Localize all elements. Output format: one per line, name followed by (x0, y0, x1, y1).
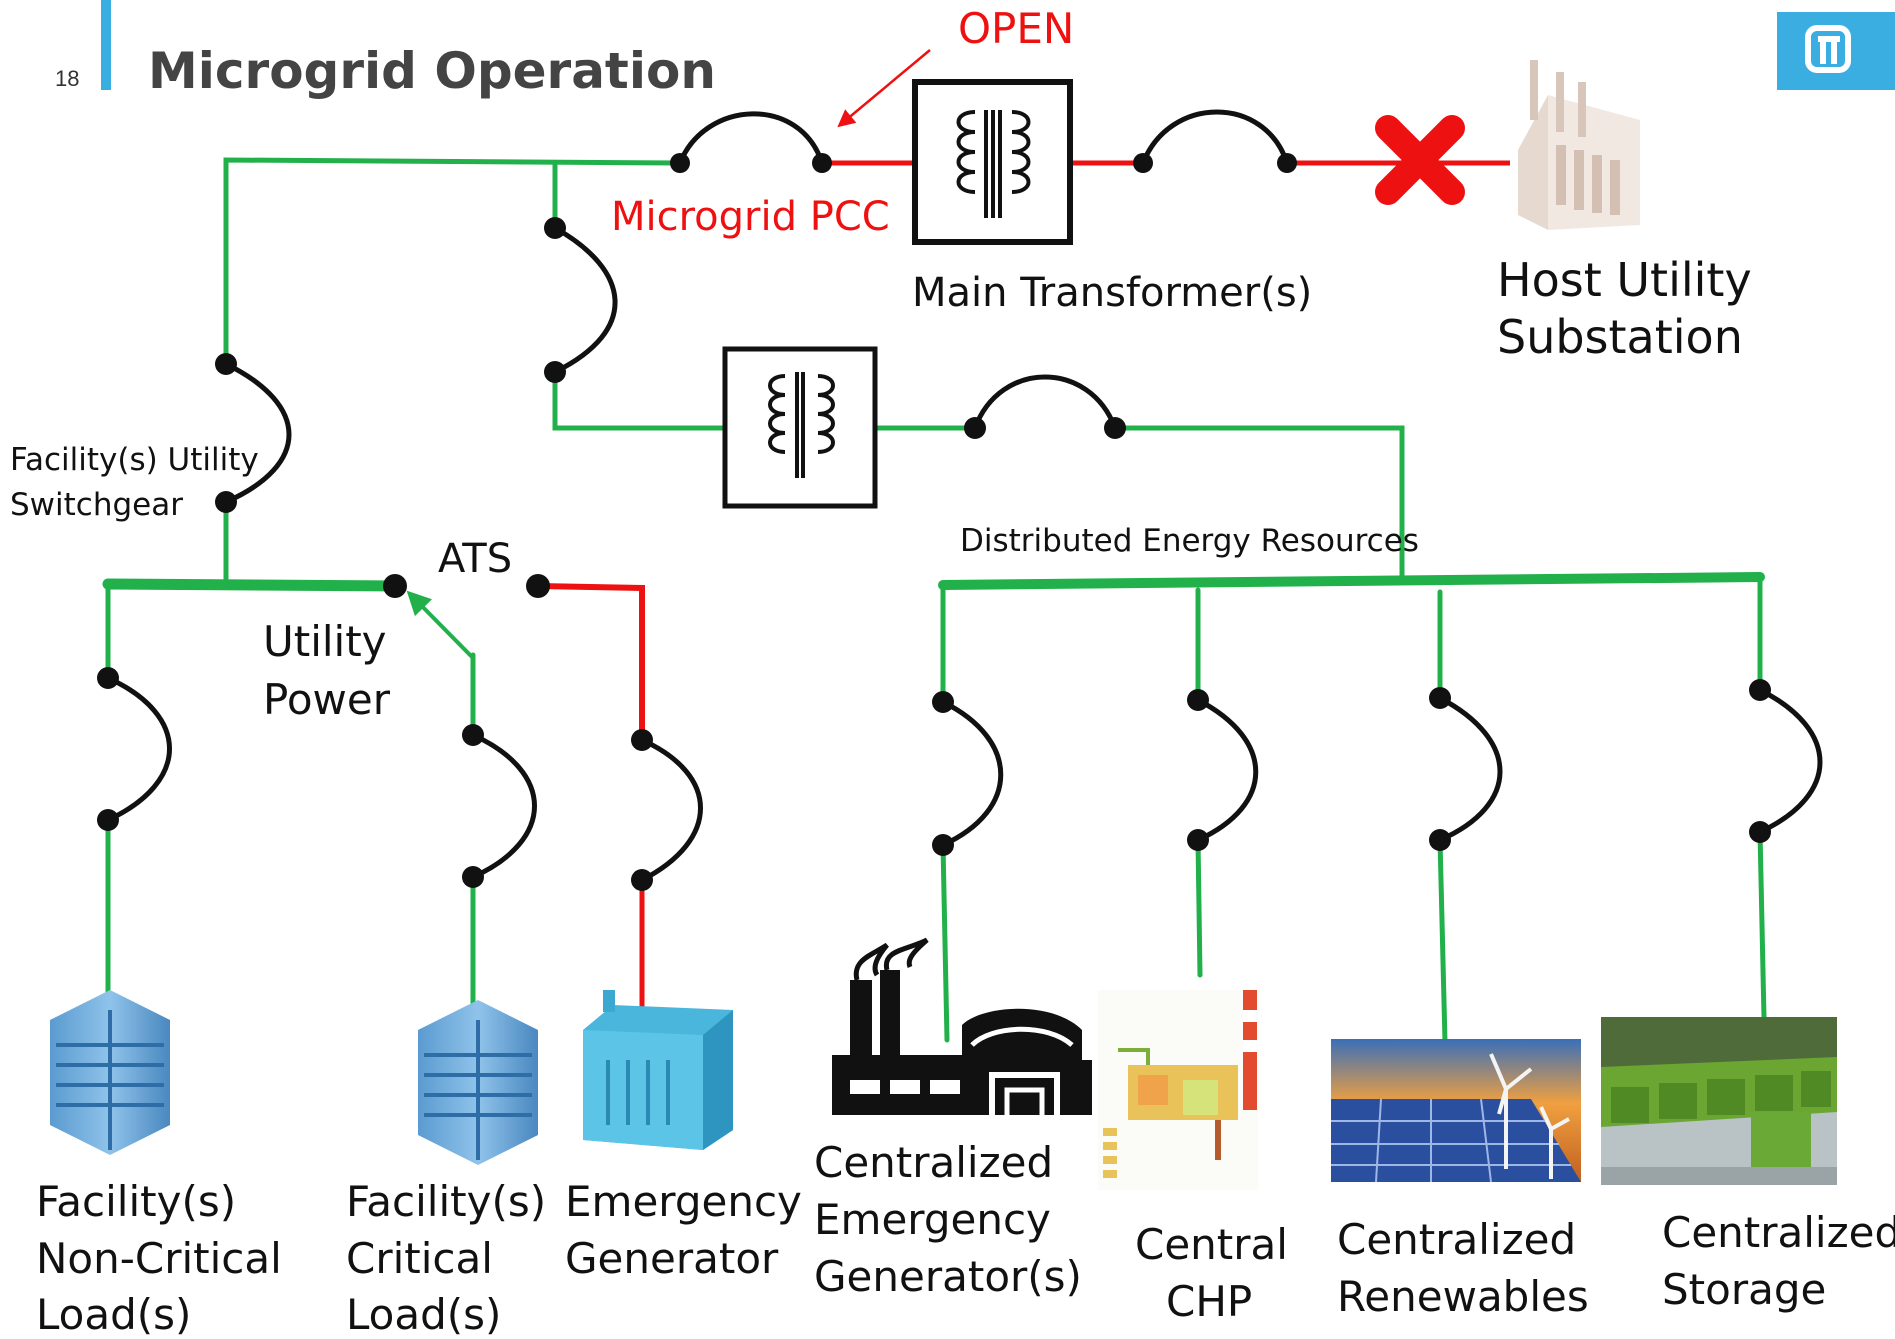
slide-header: 18 Microgrid Operation (55, 0, 716, 100)
load-critical-line3: Load(s) (346, 1290, 501, 1339)
der-breaker-terminal-bottom (544, 361, 566, 383)
der-label: Distributed Energy Resources (960, 523, 1419, 559)
der-emergency-line3: Generator(s) (814, 1252, 1082, 1301)
open-label: OPEN (958, 4, 1074, 53)
transformer-icon (722, 346, 878, 509)
header-accent-bar (101, 0, 111, 90)
chp-icon (1098, 990, 1258, 1190)
switchgear-label-line1: Facility(s) Utility (10, 442, 259, 478)
logo-icon (1777, 12, 1895, 90)
transformer-icon (912, 79, 1073, 245)
load-critical-line2: Critical (346, 1234, 493, 1283)
utility-power-arrow (406, 590, 475, 735)
generator-icon (583, 990, 733, 1150)
load-noncritical-line3: Load(s) (36, 1290, 191, 1339)
der-storage-line1: Centralized (1662, 1208, 1895, 1257)
storage-icon (1601, 1017, 1837, 1185)
main-transformer-label: Main Transformer(s) (912, 270, 1312, 316)
open-arrow (837, 49, 931, 128)
pcc-terminal-left (670, 153, 690, 173)
der-main-breaker-left (964, 417, 986, 439)
der-renewables-line2: Renewables (1337, 1272, 1589, 1321)
pcc-terminal-right (812, 153, 832, 173)
pcc-label: Microgrid PCC (611, 194, 890, 240)
building-icon (50, 990, 170, 1155)
emergency-generator-line2: Generator (565, 1234, 779, 1283)
slide-title: Microgrid Operation (148, 42, 716, 100)
load-noncritical-line1: Facility(s) (36, 1177, 236, 1226)
der-renewables-line1: Centralized (1337, 1215, 1576, 1264)
utility-breaker-terminal-left (1133, 153, 1153, 173)
slide-number: 18 (55, 66, 79, 91)
der-emergency-line2: Emergency (814, 1195, 1051, 1244)
emergency-generator-line1: Emergency (565, 1177, 802, 1226)
host-utility-label-line2: Substation (1497, 310, 1743, 364)
solar-wind-icon (1331, 1039, 1581, 1183)
der-feeder (552, 225, 1405, 578)
facility-feeder (102, 361, 703, 1025)
factory-icon (832, 937, 1092, 1115)
main-feeder (223, 109, 1513, 367)
switchgear-label-line2: Switchgear (10, 487, 183, 523)
utility-power-label-line2: Power (263, 675, 391, 724)
der-storage-line2: Storage (1662, 1265, 1826, 1314)
ats-label: ATS (438, 536, 512, 582)
host-utility-label-line1: Host Utility (1497, 253, 1752, 307)
open-x-icon (1375, 115, 1465, 205)
der-bus (938, 572, 1765, 590)
utility-power-label-line1: Utility (263, 617, 387, 666)
der-chp-line2: CHP (1166, 1277, 1252, 1326)
utility-breaker-terminal-right (1277, 153, 1297, 173)
der-main-breaker-right (1104, 417, 1126, 439)
der-chp-line1: Central (1135, 1220, 1288, 1269)
building-icon (418, 1000, 538, 1165)
der-breaker-terminal-top (544, 217, 566, 239)
load-critical-line1: Facility(s) (346, 1177, 546, 1226)
load-noncritical-line2: Non-Critical (36, 1234, 282, 1283)
der-breaker-terminals (932, 679, 1771, 856)
der-drops (940, 574, 1823, 1045)
facility-breaker-terminals (97, 353, 653, 891)
der-emergency-line1: Centralized (814, 1138, 1053, 1187)
substation-icon (1510, 50, 1650, 245)
